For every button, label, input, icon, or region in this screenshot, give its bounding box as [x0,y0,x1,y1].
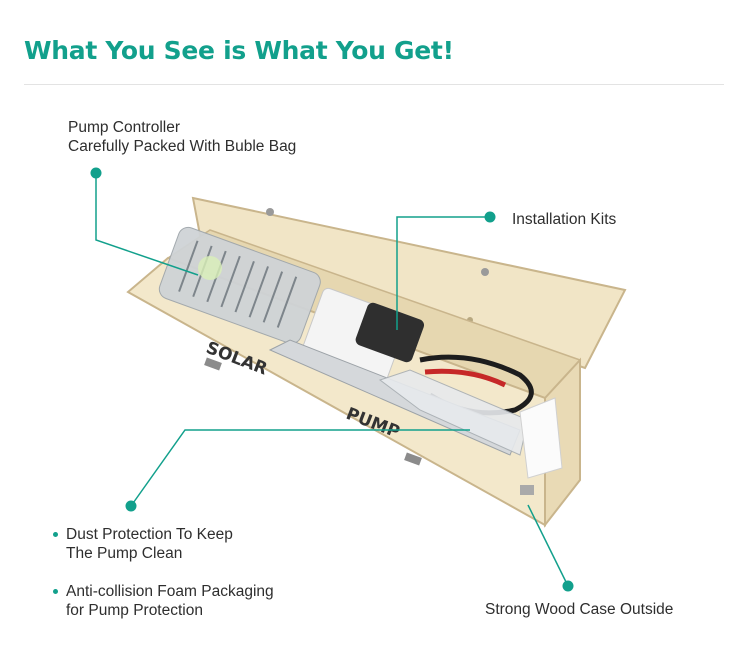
bullet-icon [53,589,58,594]
callout-foam-line1: Anti-collision Foam Packaging [66,583,274,600]
callout-controller-detail: Carefully Packed With Buble Bag [68,138,297,155]
foam-block [519,397,563,479]
bullet-icon [53,532,58,537]
callout-dust-line1: Dust Protection To Keep [66,526,233,543]
wood-case-lid [191,196,627,370]
callout-foam-line2: for Pump Protection [66,602,203,619]
callout-foam-packaging: Anti-collision Foam Packaging for Pump P… [53,582,274,620]
title-divider [24,84,724,85]
leader-lines [95,173,569,587]
callout-controller: Pump Controller Carefully Packed With Bu… [68,118,296,156]
callout-dust-protection: Dust Protection To Keep The Pump Clean [53,525,233,563]
leader-dots [90,167,574,592]
callout-installation-kits: Installation Kits [512,211,617,228]
callout-wood-case: Strong Wood Case Outside [485,601,674,618]
callout-controller-title: Pump Controller [68,119,180,136]
page-title: What You See is What You Get! [24,36,454,65]
callout-dust-line2: The Pump Clean [66,545,183,562]
pump-controller-bag [158,226,321,345]
